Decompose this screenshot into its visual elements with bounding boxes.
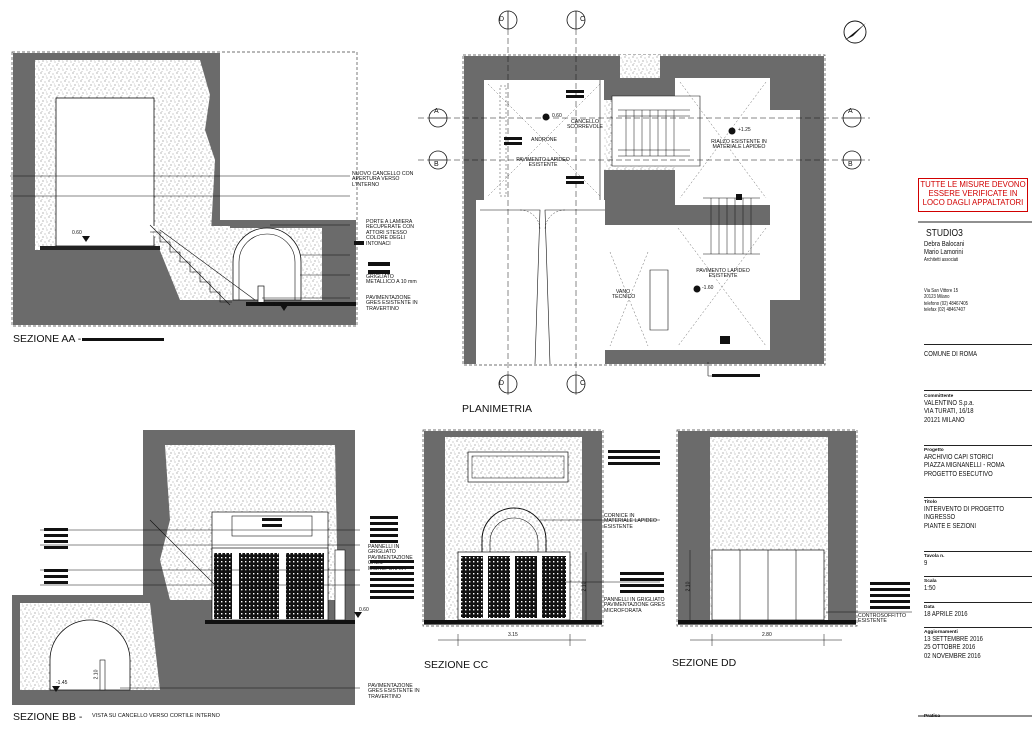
pratica-label: Pratica: [924, 714, 940, 719]
progetto-line: PIAZZA MIGNANELLI - ROMA: [924, 460, 1005, 470]
committente-label: Committente: [924, 394, 954, 399]
architect-1: Debra Balocani: [924, 239, 965, 248]
aggiornamento: 02 NOVEMBRE 2016: [924, 650, 981, 660]
level-pl-2: +1.25: [738, 127, 751, 133]
level-pl-3: -1.60: [702, 285, 714, 291]
section-aa-drawing: [10, 51, 390, 327]
marker-a-right: A: [848, 108, 853, 115]
dim-bb-h: 2.10: [93, 669, 100, 680]
note-pl-rialzo: RIALZO ESISTENTE IN MATERIALE LAPIDEO: [711, 139, 767, 151]
architect-2: Mario Lamorini: [924, 247, 963, 257]
tavola-number: 9: [924, 558, 928, 567]
committente-line: VIA TURATI, 16/18: [924, 406, 974, 416]
dim-dd-width: 2.80: [762, 632, 772, 638]
aggiornamento: 25 OTTOBRE 2016: [924, 642, 976, 652]
note-pl-cancello: CANCELLO SCORREVOLE: [566, 119, 604, 131]
note-aa-grigliato: GRIGLIATO METALLICO A 10 mm: [366, 274, 417, 286]
titolo-line: PIANTE E SEZIONI: [924, 520, 977, 530]
section-markers: [428, 10, 862, 394]
aggiornamento: 13 SETTEMBRE 2016: [924, 634, 983, 643]
dim-cc-width: 3.15: [508, 632, 518, 638]
progetto-label: Progetto: [924, 448, 944, 453]
plan-drawing: [418, 20, 870, 395]
note-bb-pannelli: PANNELLI IN GRIGLIATO PAVIMENTAZIONE GRE…: [368, 544, 413, 572]
note-pl-vano: VANO TECNICO: [612, 289, 636, 301]
titolo-line: INGRESSO: [924, 512, 956, 522]
address-line: telefax (02) 48467407: [924, 306, 966, 313]
marker-d-bottom: D: [499, 380, 505, 387]
level-aa-1: 0.60: [72, 230, 82, 236]
view-subtitle-sezione-bb: VISTA SU CANCELLO VERSO CORTILE INTERNO: [92, 713, 220, 719]
marker-c-top: C: [580, 16, 586, 23]
level-pl-1: 0.60: [552, 113, 562, 119]
level-bb-2: -1.45: [56, 680, 68, 686]
section-dd-drawing: [676, 429, 912, 646]
dim-dd-h: 2.10: [685, 581, 692, 592]
marker-b-right: B: [848, 161, 853, 168]
level-aa-2: -1.45: [271, 302, 283, 308]
note-aa-porte: PORTE A LAMIERA RECUPERATE CON ATTORI ST…: [366, 219, 415, 247]
titolo-label: Titolo: [924, 500, 937, 505]
view-title-planimetria: PLANIMETRIA: [462, 403, 533, 415]
view-title-sezione-cc: SEZIONE CC: [424, 659, 489, 671]
view-title-sezione-aa: SEZIONE AA -: [13, 333, 82, 345]
architects-subtitle: Architetti associati: [924, 256, 959, 263]
marker-c-bottom: C: [580, 380, 586, 387]
note-pl-androne: ANDRONE: [531, 137, 557, 143]
address-line: Via San Vittore 15: [924, 288, 959, 294]
marker-d-top: D: [499, 16, 505, 23]
section-cc-drawing: [422, 429, 664, 646]
aa-title-bar: [82, 338, 164, 341]
note-cc-pannelli: PANNELLI IN GRIGLIATO PAVIMENTAZIONE GRE…: [604, 597, 665, 614]
studio-name: STUDIO3: [926, 228, 963, 239]
note-aa-cancello: NUOVO CANCELLO CON APERTURA VERSO L'INTE…: [352, 171, 414, 188]
note-dd-contro: CONTROSOFFITTO ESISTENTE: [858, 613, 907, 625]
marker-b-left: B: [434, 161, 439, 168]
progetto-line: ARCHIVIO CAPI STORICI: [924, 452, 994, 461]
north-arrow-icon: [843, 20, 867, 44]
note-cc-cornice: CORNICE IN MATERIALE LAPIDEO ESISTENTE: [604, 513, 657, 530]
warning-box: TUTTE LE MISURE DEVONO ESSERE VERIFICATE…: [918, 178, 1028, 212]
aggiornamenti-label: Aggiornamenti: [924, 630, 958, 635]
scala-value: 1:50: [924, 583, 936, 592]
section-bb-drawing: [12, 430, 414, 705]
data-label: Data: [924, 605, 935, 610]
address-line: telefono (02) 48467405: [924, 300, 968, 307]
scala-label: Scala: [924, 579, 937, 584]
title-block: Debra Balocani Mario Lamorini Architetti…: [924, 239, 1032, 720]
note-bb-pavimentazione: PAVIMENTAZIONE GRES ESISTENTE IN TRAVERT…: [368, 683, 420, 700]
progetto-line: PROGETTO ESECUTIVO: [924, 468, 993, 478]
committente-line: 20121 MILANO: [924, 414, 965, 424]
tavola-label: Tavola n.: [924, 554, 945, 559]
view-title-sezione-dd: SEZIONE DD: [672, 657, 737, 669]
title-block-frame: [918, 221, 1032, 717]
note-aa-pavimentazione: PAVIMENTAZIONE GRES ESISTENTE IN TRAVERT…: [366, 295, 418, 312]
committente-line: VALENTINO S.p.a.: [924, 398, 975, 407]
dim-cc-h: 2.10: [581, 581, 588, 592]
comune: COMUNE DI ROMA: [924, 349, 978, 358]
note-pl-pav-lapideo2: PAVIMENTO LAPIDEO ESISTENTE: [696, 268, 750, 280]
view-title-sezione-bb: SEZIONE BB -: [13, 711, 83, 723]
titolo-line: INTERVENTO DI PROGETTO: [924, 504, 1004, 513]
note-pl-pav-lapideo: PAVIMENTO LAPIDEO ESISTENTE: [516, 157, 570, 169]
level-bb-1: 0.60: [359, 607, 369, 613]
marker-a-left: A: [434, 108, 439, 115]
address-line: 20123 Milano: [924, 294, 950, 301]
data-value: 18 APRILE 2016: [924, 609, 968, 618]
